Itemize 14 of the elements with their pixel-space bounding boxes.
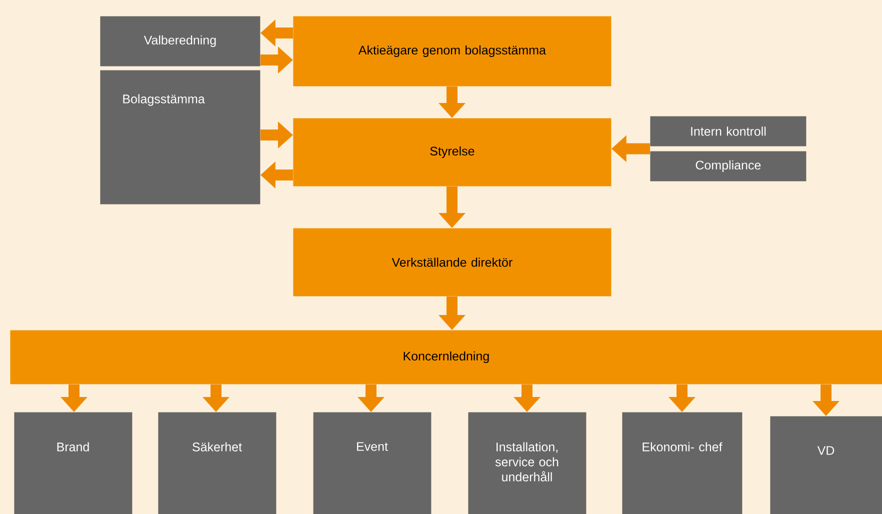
unit-box: Säkerhet — [158, 412, 276, 514]
unit-box: Valberedning — [100, 16, 260, 66]
unit-box: Bolagsstämma — [100, 70, 260, 204]
body-box: Styrelse — [293, 118, 612, 186]
unit-box: Ekonomi- chef — [622, 412, 742, 514]
body-box: Verkställande direktör — [293, 228, 612, 296]
unit-box: Brand — [14, 412, 132, 514]
unit-box: Installation, service och underhåll — [468, 412, 586, 514]
unit-box: Event — [313, 412, 432, 514]
body-box: Koncernledning — [10, 330, 882, 384]
unit-box: Intern kontroll — [650, 116, 806, 146]
unit-box: Compliance — [650, 151, 806, 182]
body-box: Aktieägare genom bolagsstämma — [293, 16, 612, 86]
unit-box: VD — [770, 416, 882, 514]
